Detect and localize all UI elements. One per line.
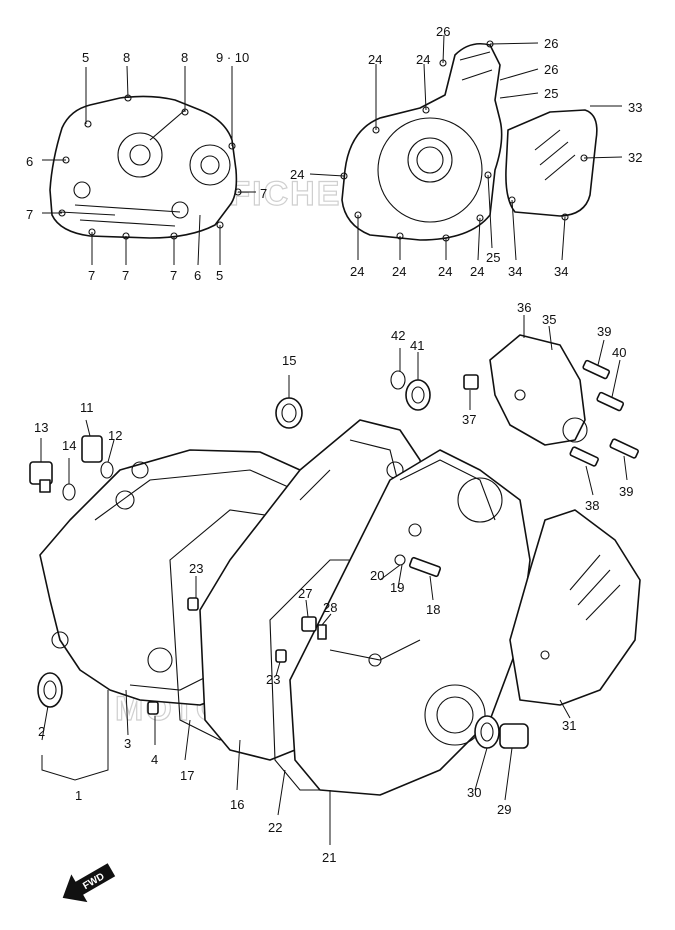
pin-37 bbox=[463, 374, 479, 390]
fwd-label: FWD bbox=[81, 871, 106, 892]
callout-7c: 7 bbox=[122, 268, 129, 283]
crankcase-right-half bbox=[289, 449, 531, 796]
callout-labels: 1 2 3 4 5 5 6 6 7 7 7 7 7 8 8 9 · 10 11 … bbox=[26, 24, 642, 865]
callout-6a: 6 bbox=[26, 154, 33, 169]
callout-5b: 5 bbox=[216, 268, 223, 283]
callout-8b: 8 bbox=[181, 50, 188, 65]
leader-lines bbox=[40, 34, 628, 845]
callout-41: 41 bbox=[410, 338, 424, 353]
callout-3: 3 bbox=[124, 736, 131, 751]
bolt-18-19-20 bbox=[394, 554, 442, 578]
callout-31: 31 bbox=[562, 718, 576, 733]
callout-40: 40 bbox=[612, 345, 626, 360]
callout-26a: 26 bbox=[436, 24, 450, 39]
callout-29: 29 bbox=[497, 802, 511, 817]
clutch-cover-top-left bbox=[49, 94, 242, 240]
bolts-38-39-40 bbox=[569, 359, 639, 467]
callout-25a: 25 bbox=[544, 86, 558, 101]
seal-30-plug-29 bbox=[474, 715, 529, 749]
callout-23b: 23 bbox=[266, 672, 280, 687]
callout-7a: 7 bbox=[26, 207, 33, 222]
callout-1: 1 bbox=[75, 788, 82, 803]
callout-27: 27 bbox=[298, 586, 312, 601]
callout-7e: 7 bbox=[260, 186, 267, 201]
callout-38: 38 bbox=[585, 498, 599, 513]
bearing-41-42 bbox=[390, 370, 431, 411]
callout-20: 20 bbox=[370, 568, 384, 583]
dowel-pins-4-23 bbox=[147, 597, 287, 715]
gear-housing-35 bbox=[489, 334, 588, 446]
magneto-cover-top bbox=[340, 40, 503, 242]
callout-30: 30 bbox=[467, 785, 481, 800]
callout-19: 19 bbox=[390, 580, 404, 595]
callout-2: 2 bbox=[38, 724, 45, 739]
callout-17: 17 bbox=[180, 768, 194, 783]
callout-28: 28 bbox=[323, 600, 337, 615]
callout-35: 35 bbox=[542, 312, 556, 327]
callout-26b: 26 bbox=[544, 36, 558, 51]
sprocket-cover-31 bbox=[509, 509, 641, 706]
callout-6b: 6 bbox=[194, 268, 201, 283]
filler-cap-11-12 bbox=[81, 435, 114, 479]
callout-22: 22 bbox=[268, 820, 282, 835]
callout-33: 33 bbox=[628, 100, 642, 115]
callout-4: 4 bbox=[151, 752, 158, 767]
sprocket-cover-top-right bbox=[505, 109, 598, 221]
fwd-arrow-icon: FWD bbox=[62, 863, 116, 903]
callout-34b: 34 bbox=[554, 264, 568, 279]
callout-24a: 24 bbox=[368, 52, 382, 67]
callout-13: 13 bbox=[34, 420, 48, 435]
callout-25b: 25 bbox=[486, 250, 500, 265]
callout-24f: 24 bbox=[438, 264, 452, 279]
bolt-27-28 bbox=[301, 616, 327, 640]
callout-32: 32 bbox=[628, 150, 642, 165]
callout-36: 36 bbox=[517, 300, 531, 315]
callout-16: 16 bbox=[230, 797, 244, 812]
callout-34a: 34 bbox=[508, 264, 522, 279]
callout-37: 37 bbox=[462, 412, 476, 427]
callout-42: 42 bbox=[391, 328, 405, 343]
callout-15: 15 bbox=[282, 353, 296, 368]
callout-21: 21 bbox=[322, 850, 336, 865]
callout-18: 18 bbox=[426, 602, 440, 617]
callout-24e: 24 bbox=[392, 264, 406, 279]
callout-23a: 23 bbox=[189, 561, 203, 576]
oil-seal-15 bbox=[275, 397, 303, 429]
callout-7d: 7 bbox=[170, 268, 177, 283]
callout-24g: 24 bbox=[470, 264, 484, 279]
callout-14: 14 bbox=[62, 438, 76, 453]
callout-39b: 39 bbox=[619, 484, 633, 499]
callout-8a: 8 bbox=[123, 50, 130, 65]
seal-2 bbox=[37, 672, 63, 708]
drain-plug-13-14 bbox=[29, 461, 76, 501]
callout-24b: 24 bbox=[416, 52, 430, 67]
callout-12: 12 bbox=[108, 428, 122, 443]
callout-26c: 26 bbox=[544, 62, 558, 77]
callout-24d: 24 bbox=[350, 264, 364, 279]
callout-24c: 24 bbox=[290, 167, 304, 182]
callout-5a: 5 bbox=[82, 50, 89, 65]
callout-9-10: 9 · 10 bbox=[216, 50, 249, 65]
callout-11: 11 bbox=[80, 400, 94, 415]
callout-39a: 39 bbox=[597, 324, 611, 339]
callout-7b: 7 bbox=[88, 268, 95, 283]
